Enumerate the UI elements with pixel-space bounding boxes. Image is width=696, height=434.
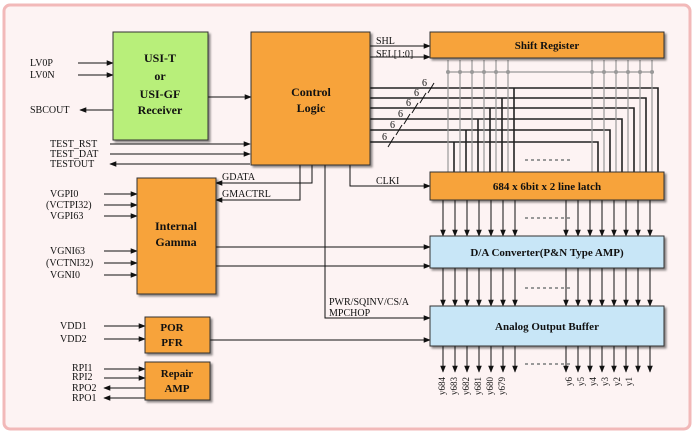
signal-rpo1: RPO1 [72, 393, 96, 404]
signal-vgpi63: VGPI63 [50, 211, 83, 222]
control-label-1: Control [291, 85, 331, 99]
signal-lv0n: LV0N [30, 70, 55, 81]
repair-label-2: AMP [164, 383, 189, 395]
latch-label: 684 x 6bit x 2 line latch [493, 181, 601, 193]
bus-width-5: 6 [390, 120, 395, 131]
bus-width-4: 6 [398, 109, 403, 120]
output-label-y683: y683 [449, 377, 459, 396]
signal-sel: SEL[1:0] [376, 49, 413, 60]
output-label-y682: y682 [461, 377, 471, 395]
shift-register-taps [446, 60, 654, 172]
control-logic-block [250, 31, 371, 166]
shift-register-label: Shift Register [515, 40, 580, 52]
output-label-y2: y2 [612, 377, 622, 386]
repair-amp-block [144, 361, 211, 401]
signal-shl: SHL [376, 36, 395, 47]
output-label-y4: y4 [588, 377, 598, 387]
usi-label-1: USI-T [144, 51, 176, 65]
output-label-y1: y1 [624, 377, 634, 386]
signal-gdata: GDATA [222, 172, 256, 183]
latch-block [429, 171, 665, 201]
shift-register-block [429, 31, 665, 59]
bus-width-2: 6 [414, 88, 419, 99]
usi-label-4: Receiver [138, 103, 183, 117]
signal-labels: LV0P LV0N SBCOUT TEST_RST TEST_DAT TESTO… [30, 36, 427, 404]
por-block [144, 316, 211, 354]
usi-label-3: USI-GF [140, 87, 181, 101]
output-label-y679: y679 [497, 377, 507, 396]
signal-mpchop: MPCHOP [329, 308, 371, 319]
bus-width-1: 6 [422, 78, 427, 89]
control-wires [210, 43, 431, 343]
repair-label-1: Repair [161, 368, 194, 380]
output-label-y6: y6 [564, 377, 574, 387]
signal-rpi1: RPI1 [72, 363, 93, 374]
usi-receiver-block [112, 31, 209, 141]
dac-label: D/A Converter(P&N Type AMP) [470, 247, 624, 259]
signal-vgni63: VGNI63 [50, 246, 85, 257]
data-bus [370, 82, 659, 172]
signal-vdd1: VDD1 [60, 321, 87, 332]
signal-rpo2: RPO2 [72, 383, 96, 394]
signal-test-dat: TEST_DAT [50, 149, 98, 160]
output-label-y5: y5 [576, 377, 586, 387]
signal-sbcout: SBCOUT [30, 105, 69, 116]
signal-vgpi0: VGPI0 [50, 189, 78, 200]
signal-vdd2: VDD2 [60, 334, 87, 345]
usi-label-2: or [154, 69, 166, 83]
gamma-label-2: Gamma [155, 235, 196, 249]
signal-vctni32: (VCTNI32) [46, 258, 93, 269]
channel-wires [440, 200, 653, 373]
signal-rpi2: RPI2 [72, 372, 93, 383]
bus-width-6: 6 [382, 132, 387, 143]
gamma-label-1: Internal [155, 219, 198, 233]
signal-pwr: PWR/SQINV/CS/A [329, 297, 410, 308]
output-label-y681: y681 [473, 377, 483, 395]
por-label-1: POR [160, 322, 184, 334]
bus-width-3: 6 [406, 98, 411, 109]
output-label-y3: y3 [600, 377, 610, 387]
aob-block [429, 305, 665, 347]
signal-vgni0: VGNI0 [50, 270, 80, 281]
signal-testout: TESTOUT [50, 159, 94, 170]
left-wires [78, 60, 252, 401]
gamma-block [136, 177, 217, 295]
signal-test-rst: TEST_RST [50, 139, 97, 150]
por-label-2: PFR [161, 337, 183, 349]
signal-clki: CLKI [376, 176, 399, 187]
output-label-y680: y680 [485, 377, 495, 396]
signal-lv0p: LV0P [30, 58, 53, 69]
signal-gmactrl: GMACTRL [222, 189, 271, 200]
aob-label: Analog Output Buffer [495, 321, 599, 333]
output-label-y684: y684 [437, 377, 447, 396]
signal-vctpi32: (VCTPI32) [46, 200, 92, 211]
control-label-2: Logic [297, 101, 326, 115]
dac-block [429, 235, 665, 269]
